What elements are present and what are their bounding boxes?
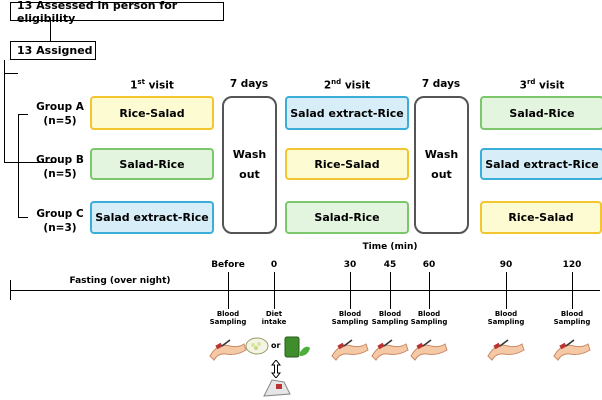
- connector-vertical-long: [4, 73, 5, 162]
- time-axis-title: Time (min): [362, 242, 418, 252]
- tick-label-90: 90: [499, 260, 513, 270]
- visit2-group-b-rice-salad: Rice-Salad: [285, 148, 409, 180]
- timeline-start-tick: [10, 280, 11, 300]
- connector-to-group-b: [4, 162, 56, 163]
- timeline-axis: [10, 290, 600, 291]
- assessed-text: 13 Assessed in person for eligibility: [17, 0, 178, 25]
- tick-120: [572, 272, 573, 309]
- tick-0: [274, 272, 275, 309]
- rice-bowl-icon: [245, 337, 269, 355]
- tick-label-before: Before: [211, 260, 245, 270]
- visit-2-header: 2nd visit: [323, 78, 371, 92]
- tick-label-60: 60: [422, 260, 436, 270]
- visit-3-header: 3rd visit: [519, 78, 565, 92]
- fasting-label: Fasting (over night): [69, 276, 171, 286]
- group-a-label: Group A (n=5): [36, 101, 84, 127]
- tick-60: [429, 272, 430, 309]
- arm-syringe-icon: [553, 339, 591, 361]
- visit2-group-c-salad-rice: Salad-Rice: [285, 201, 409, 234]
- green-drink-icon: [284, 336, 310, 358]
- arm-syringe-icon: [263, 379, 291, 397]
- washout-2-days: 7 days: [421, 78, 461, 90]
- arm-syringe-icon: [209, 339, 247, 361]
- group-bracket-a: [18, 114, 28, 115]
- arm-syringe-icon: [410, 339, 448, 361]
- tick-45: [390, 272, 391, 309]
- connector-horizontal-top: [4, 73, 18, 74]
- tick-90: [506, 272, 507, 309]
- tick-30: [350, 272, 351, 309]
- visit3-group-b-salad-extract-rice: Salad extract-Rice: [480, 148, 602, 180]
- visit2-group-a-salad-extract-rice: Salad extract-Rice: [285, 96, 409, 130]
- assigned-text: 13 Assigned: [17, 44, 93, 57]
- tick-label-120: 120: [562, 260, 582, 270]
- double-arrow-icon: [271, 360, 281, 378]
- tick-label-30: 30: [343, 260, 357, 270]
- group-b-label: Group B (n=5): [36, 154, 84, 180]
- arm-syringe-icon: [331, 339, 369, 361]
- visit3-group-a-salad-rice: Salad-Rice: [480, 96, 602, 130]
- group-bracket-vertical: [18, 114, 19, 217]
- connector-vertical-1: [50, 21, 51, 42]
- visit-1-header: 1st visit: [130, 78, 174, 92]
- group-bracket-c: [18, 217, 28, 218]
- visit1-group-c-salad-extract-rice: Salad extract-Rice: [90, 201, 214, 234]
- assessed-box: 13 Assessed in person for eligibility: [10, 0, 224, 25]
- tick-label-0: 0: [270, 260, 278, 270]
- tick-label-45: 45: [383, 260, 397, 270]
- or-text: or: [271, 341, 281, 350]
- group-c-label: Group C (n=3): [36, 208, 84, 234]
- arm-syringe-icon: [487, 339, 525, 361]
- visit1-group-a-rice-salad: Rice-Salad: [90, 96, 214, 130]
- assigned-box: 13 Assigned: [10, 41, 96, 60]
- visit1-group-b-salad-rice: Salad-Rice: [90, 148, 214, 180]
- tick-before: [228, 272, 229, 309]
- visit3-group-c-rice-salad: Rice-Salad: [480, 201, 602, 234]
- arm-syringe-icon: [371, 339, 409, 361]
- connector-vertical-2: [4, 60, 5, 73]
- washout-1-days: 7 days: [229, 78, 269, 90]
